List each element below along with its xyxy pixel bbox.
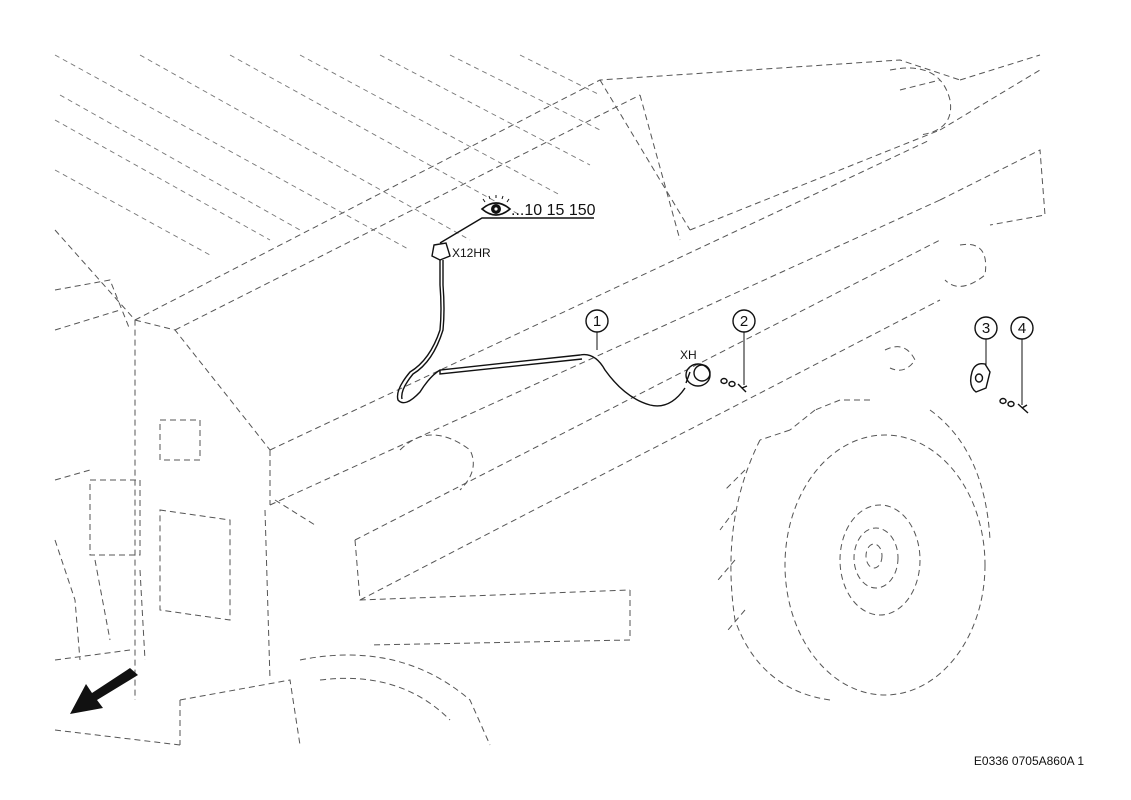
callout-number: 1: [593, 313, 601, 330]
part-3-clip: [969, 362, 991, 393]
part-4-fasteners: [999, 397, 1029, 414]
callout-2: 2: [732, 309, 756, 385]
rear-wheel: [717, 399, 991, 701]
reference-text: ...10 15 150: [511, 202, 596, 219]
callout-3: 3: [974, 316, 998, 366]
reference-callout: ...10 15 150: [439, 195, 596, 244]
part-2-fasteners: [720, 377, 748, 393]
callout-number: 2: [740, 313, 748, 330]
connector-label-mid: XH: [680, 348, 697, 362]
figure-code: E0336 0705A860A 1: [973, 754, 1084, 768]
callout-number: 3: [982, 320, 990, 337]
arrow-down-left-icon: [70, 668, 138, 714]
wiring-harness: [396, 242, 711, 407]
eye-icon: [480, 195, 512, 216]
connector-label-top: X12HR: [452, 246, 491, 260]
callout-4: 4: [1010, 316, 1034, 405]
callout-1: 1: [585, 309, 609, 350]
callout-number: 4: [1018, 320, 1026, 337]
machine-outline: [54, 54, 1046, 746]
